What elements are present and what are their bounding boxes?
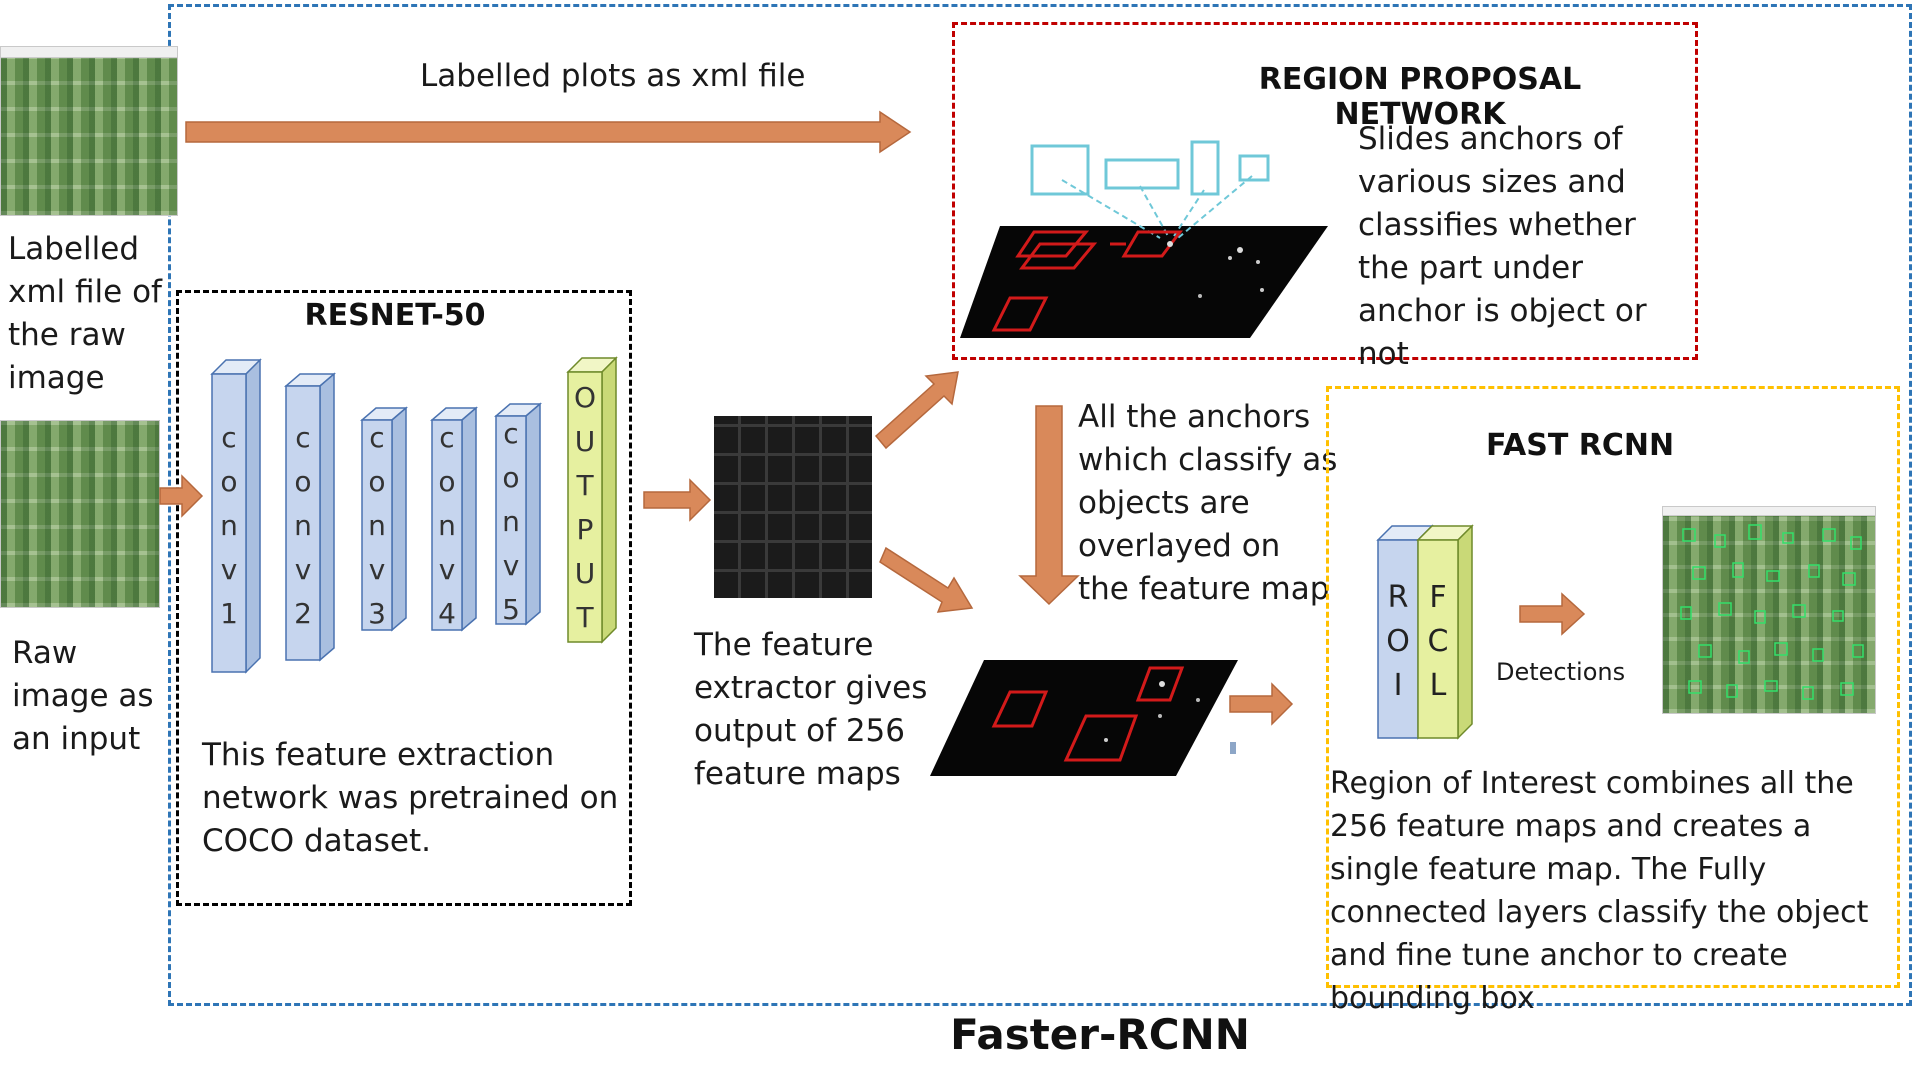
detection-boxes bbox=[1680, 524, 1864, 700]
detections-label: Detections bbox=[1496, 658, 1626, 686]
resnet-50-title: RESNET-50 bbox=[304, 298, 486, 333]
raw-image-caption: Raw image as an input bbox=[12, 635, 154, 757]
raw-field-image bbox=[0, 420, 160, 608]
rpn-box bbox=[952, 22, 1698, 360]
rpn-title: REGION PROPOSAL NETWORK bbox=[1258, 62, 1582, 132]
top-arrow-label: Labelled plots as xml file bbox=[420, 58, 806, 94]
image-toolbar bbox=[1, 47, 177, 58]
fast-rcnn-text: Region of Interest combines all the 256 … bbox=[1330, 766, 1869, 1016]
feature-extractor-text: The feature extractor gives output of 25… bbox=[694, 627, 928, 792]
labelled-field-image bbox=[0, 46, 178, 216]
resnet-note: This feature extraction network was pret… bbox=[202, 737, 619, 859]
detections-image bbox=[1662, 506, 1876, 714]
fast-rcnn-title: FAST RCNN bbox=[1485, 428, 1675, 463]
fast-rcnn-box bbox=[1326, 386, 1900, 988]
faster-rcnn-label: Faster-RCNN bbox=[950, 1010, 1250, 1059]
rpn-text: Slides anchors of various sizes and clas… bbox=[1358, 121, 1647, 372]
anchors-overlay-text: All the anchors which classify as object… bbox=[1078, 399, 1338, 607]
image-toolbar bbox=[1663, 507, 1875, 516]
feature-map-grid-image bbox=[714, 416, 872, 598]
labelled-image-caption: Labelled xml file of the raw image bbox=[8, 231, 162, 396]
resnet-50-box bbox=[176, 290, 632, 906]
